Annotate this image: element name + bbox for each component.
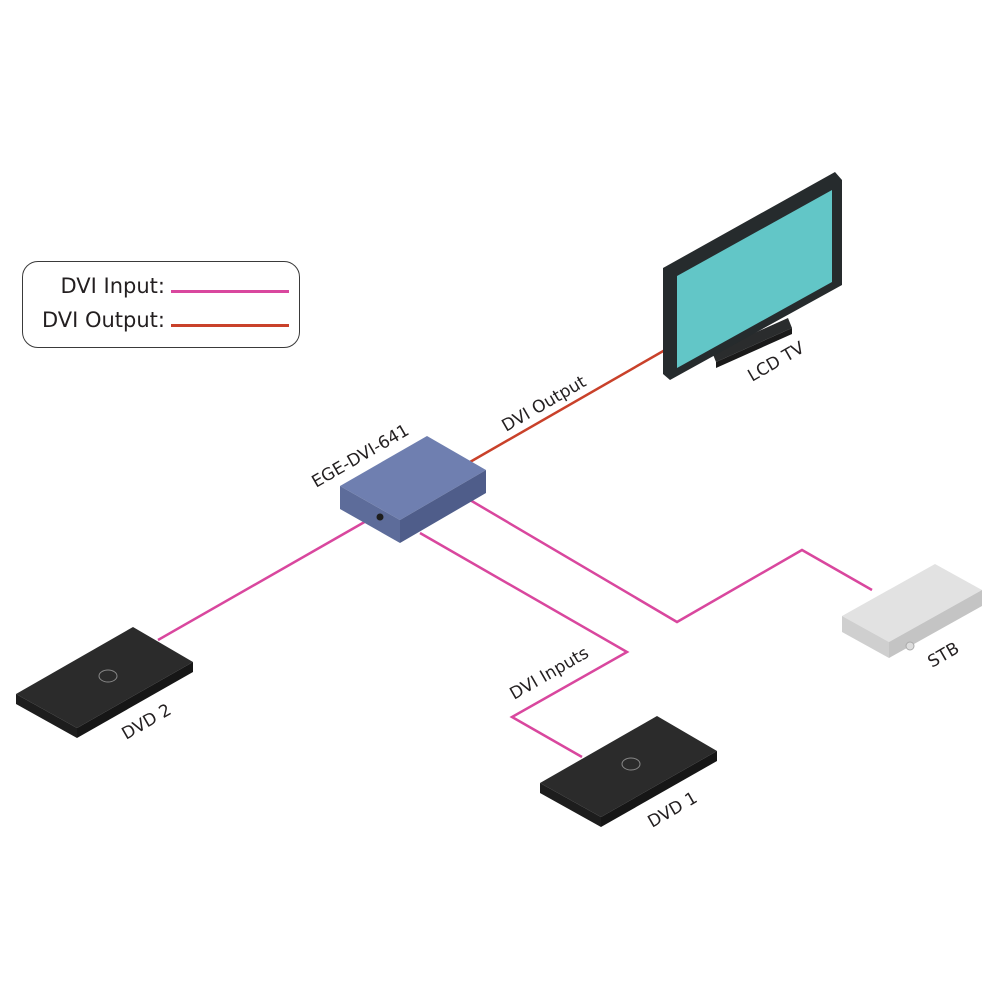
cable-dvi-output: [469, 348, 666, 464]
legend-label-dvi-output: DVI Output:: [41, 308, 165, 332]
legend-box: DVI Input: DVI Output:: [22, 261, 300, 348]
dvi-output-label: DVI Output: [499, 372, 591, 436]
dvd1-device: [540, 716, 717, 827]
extender-port-icon: [376, 513, 384, 521]
legend-label-dvi-input: DVI Input:: [60, 274, 166, 298]
legend-swatch-dvi-input: [171, 289, 289, 293]
stb-label: STB: [925, 639, 963, 673]
legend-swatch-dvi-output: [171, 323, 289, 327]
tv-device: [663, 172, 842, 380]
dvd2-device: [16, 627, 193, 738]
cable-stb: [469, 498, 873, 624]
cable-dvd2: [157, 518, 369, 642]
extender-device: [340, 436, 486, 543]
stb-device: [842, 564, 982, 658]
legend-item-dvi-output: DVI Output:: [42, 308, 289, 332]
cable-dvd1: [419, 531, 630, 759]
legend-item-dvi-input: DVI Input:: [60, 274, 289, 298]
